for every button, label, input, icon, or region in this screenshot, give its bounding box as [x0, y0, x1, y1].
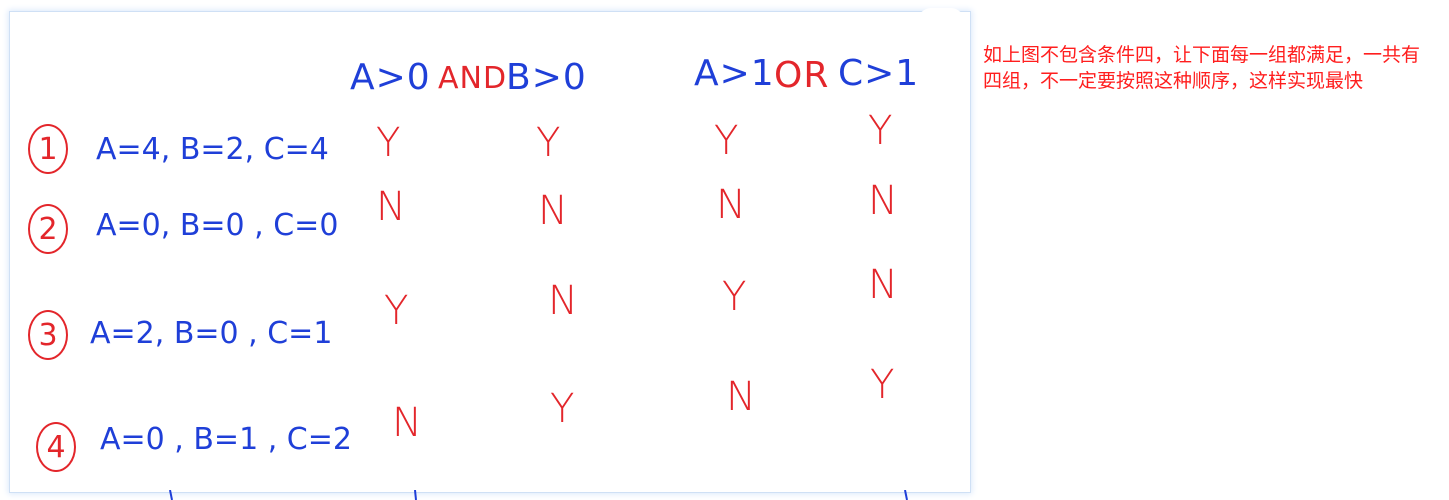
- row-number-2: 2: [28, 204, 68, 254]
- row-4-mark-4: Y: [870, 362, 895, 408]
- row-number-3: 3: [28, 310, 68, 360]
- row-4-condition: A=0 , B=1 , C=2: [100, 422, 352, 457]
- row-1-mark-4: Y: [868, 108, 893, 154]
- header-cond2-left: A>1: [694, 53, 775, 94]
- row-3-mark-1: Y: [384, 288, 409, 334]
- header-cond2-or: OR: [774, 55, 830, 96]
- row-1-mark-3: Y: [714, 118, 739, 164]
- corner-highlight: [918, 8, 964, 34]
- row-number-4: 4: [36, 422, 76, 472]
- whiteboard-image: A>0 AND B>0 A>1 OR C>1 1 A=4, B=2, C=4 Y…: [10, 12, 970, 492]
- header-cond2-right: C>1: [838, 53, 920, 94]
- header-cond1-right: B>0: [506, 57, 587, 98]
- header-cond1-and: AND: [438, 61, 508, 96]
- row-1-mark-2: Y: [536, 120, 561, 166]
- row-4-mark-2: Y: [550, 386, 575, 432]
- row-2-condition: A=0, B=0 , C=0: [96, 208, 339, 243]
- row-1-condition: A=4, B=2, C=4: [96, 132, 329, 167]
- bottom-cropped-strokes: [169, 490, 908, 500]
- row-1-mark-1: Y: [376, 120, 401, 166]
- row-2-mark-2: N: [538, 188, 568, 234]
- row-3-mark-2: N: [548, 278, 578, 324]
- row-2-mark-3: N: [716, 182, 746, 228]
- row-2-mark-1: N: [376, 184, 406, 230]
- row-4-mark-3: N: [726, 374, 756, 420]
- row-3-mark-3: Y: [722, 274, 747, 320]
- row-3-condition: A=2, B=0 , C=1: [90, 316, 333, 351]
- row-2-mark-4: N: [868, 178, 898, 224]
- header-cond1-left: A>0: [350, 57, 431, 98]
- annotation-note: 如上图不包含条件四，让下面每一组都满足，一共有四组，不一定要按照这种顺序，这样实…: [983, 44, 1421, 92]
- row-4-mark-1: N: [392, 400, 422, 446]
- row-number-1: 1: [28, 124, 68, 174]
- row-3-mark-4: N: [868, 262, 898, 308]
